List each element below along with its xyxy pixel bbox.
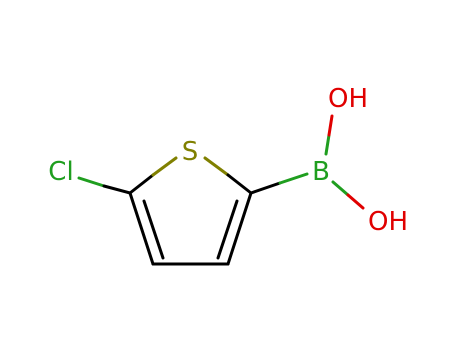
atom-labels: Cl S B OH OH xyxy=(48,84,408,237)
bond-c5-s-s-half xyxy=(151,156,178,177)
atom-label-b: B xyxy=(312,157,330,187)
bond-c5-c4 xyxy=(128,191,155,266)
bond-b-o-top-o-half xyxy=(327,114,334,137)
bond-c5-c4-inner xyxy=(142,199,165,260)
atom-label-oh-top: OH xyxy=(328,84,368,114)
bond-c5-s-c-half xyxy=(128,173,155,195)
atom-label-cl: Cl xyxy=(48,157,73,187)
bond-s-c2-c-half xyxy=(226,173,253,195)
bond-cl-c5-c-half xyxy=(102,184,132,195)
bond-b-o-top-b-half xyxy=(324,133,331,156)
bond-c2-b-c-half xyxy=(249,181,282,195)
bond-cl-c5-cl-half xyxy=(77,176,106,188)
bond-c2-b-b-half xyxy=(278,172,309,185)
atom-label-oh-bottom: OH xyxy=(368,207,408,237)
bond-b-o-bottom-b-half xyxy=(331,180,350,197)
bond-b-o-bottom-o-half xyxy=(346,193,365,210)
bond-c3-c2-inner xyxy=(216,199,239,260)
bond-c3-c2 xyxy=(226,191,253,266)
bonds xyxy=(77,114,365,266)
atom-label-s: S xyxy=(182,137,199,167)
bond-s-c2-s-half xyxy=(203,156,230,177)
